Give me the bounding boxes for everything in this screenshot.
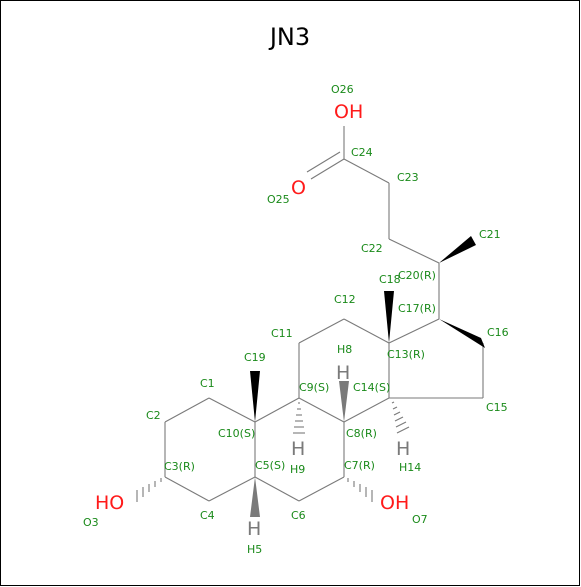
atom-c14-label: C14(S) [353, 381, 390, 394]
atom-h8-label: H8 [337, 343, 352, 356]
wedge-c8-h8 [339, 381, 349, 422]
h5-atom-label: H [247, 518, 261, 540]
atom-c21-label: C21 [479, 228, 501, 241]
hash-c14-h14 [391, 401, 410, 434]
atom-c20-label: C20(R) [398, 269, 436, 282]
atom-o7-label: O7 [412, 513, 428, 526]
ring-b-bonds [254, 397, 345, 502]
h8-atom-label: H [336, 362, 350, 384]
atom-c5-label: C5(S) [255, 459, 285, 472]
wedge-c17-c16 [439, 319, 485, 348]
atom-c17-label: C17(R) [398, 302, 436, 315]
atom-c24-label: C24 [351, 146, 373, 159]
atom-c15-label: C15 [486, 401, 508, 414]
wedge-c20-c21 [439, 236, 476, 263]
atom-h9-label: H9 [290, 463, 305, 476]
atom-c7-label: C7(R) [344, 459, 375, 472]
atom-c4-label: C4 [200, 509, 215, 522]
h14-atom-label: H [396, 438, 410, 460]
atom-c9-label: C9(S) [299, 381, 329, 394]
atom-c8-label: C8(R) [346, 427, 377, 440]
atom-c2-label: C2 [146, 409, 161, 422]
ring-a-bonds [164, 397, 256, 502]
ho3-label: HO [95, 492, 124, 514]
wedge-c5-h5 [250, 477, 260, 517]
carbonyl-o-label: O [291, 177, 306, 199]
molecule-title: JN3 [269, 23, 311, 51]
oh7-label: OH [380, 492, 409, 514]
hash-c9-h9 [293, 402, 305, 434]
ring-d-bonds [388, 318, 484, 399]
atom-c10-label: C10(S) [218, 427, 255, 440]
hash-c3-o3 [136, 478, 162, 502]
atom-c12-label: C12 [334, 293, 356, 306]
acid-oh-label: OH [334, 101, 363, 123]
wedge-c10-c19 [250, 371, 260, 422]
atom-c19-label: C19 [244, 351, 266, 364]
ring-c-bonds [298, 318, 390, 423]
atom-c1-label: C1 [200, 377, 215, 390]
atom-c13-label: C13(R) [387, 348, 425, 361]
atom-c22-label: C22 [361, 242, 383, 255]
atom-h5-label: H5 [247, 543, 262, 556]
atom-c11-label: C11 [271, 327, 293, 340]
h9-atom-label: H [291, 438, 305, 460]
atom-h14-label: H14 [399, 461, 421, 474]
atom-c18-label: C18 [379, 273, 401, 286]
side-chain-bonds [306, 126, 440, 319]
wedge-c13-c18 [384, 291, 394, 343]
atom-c23-label: C23 [397, 171, 419, 184]
atom-o26-label: O26 [331, 83, 354, 96]
atom-o25-label: O25 [267, 193, 290, 206]
atom-c3-label: C3(R) [164, 460, 195, 473]
atom-c6-label: C6 [291, 509, 306, 522]
atom-o3-label: O3 [83, 516, 99, 529]
atom-c16-label: C16 [487, 326, 509, 339]
hash-c7-o7 [347, 478, 373, 502]
